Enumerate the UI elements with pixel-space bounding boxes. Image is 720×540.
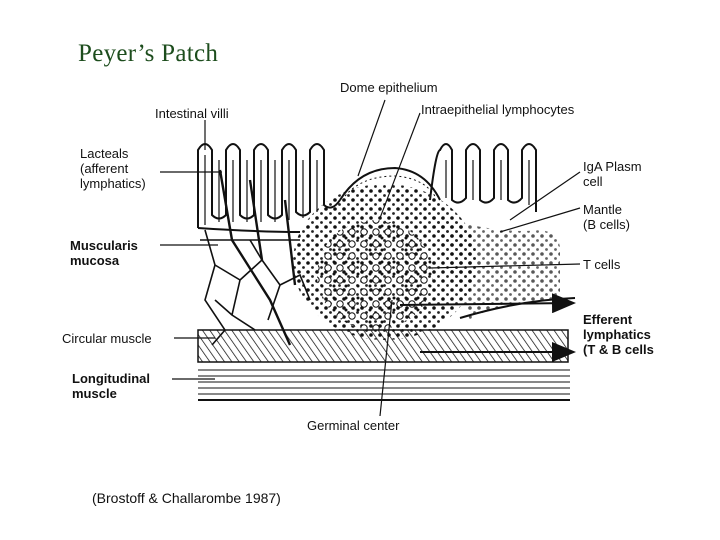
label-germinal-center: Germinal center: [307, 418, 399, 433]
label-intestinal-villi: Intestinal villi: [155, 106, 229, 121]
germinal-center-area: [317, 220, 433, 330]
citation: (Brostoff & Challarombe 1987): [92, 490, 281, 506]
label-t-cells: T cells: [583, 257, 620, 272]
label-muscularis-mucosa: Muscularis mucosa: [70, 238, 138, 268]
label-iga-plasma-cell: IgA Plasm cell: [583, 159, 642, 189]
label-dome-epithelium: Dome epithelium: [340, 80, 438, 95]
circular-muscle: [198, 330, 568, 362]
label-mantle: Mantle (B cells): [583, 202, 630, 232]
label-efferent-lymphatics: Efferent lymphatics (T & B cells: [583, 312, 654, 357]
label-circular-muscle: Circular muscle: [62, 331, 152, 346]
label-lacteals: Lacteals (afferent lymphatics): [80, 146, 146, 191]
intestinal-villi-right: [430, 144, 536, 212]
label-intraepithelial-lymphocytes: Intraepithelial lymphocytes: [421, 102, 574, 117]
label-longitudinal-muscle: Longitudinal muscle: [72, 371, 150, 401]
